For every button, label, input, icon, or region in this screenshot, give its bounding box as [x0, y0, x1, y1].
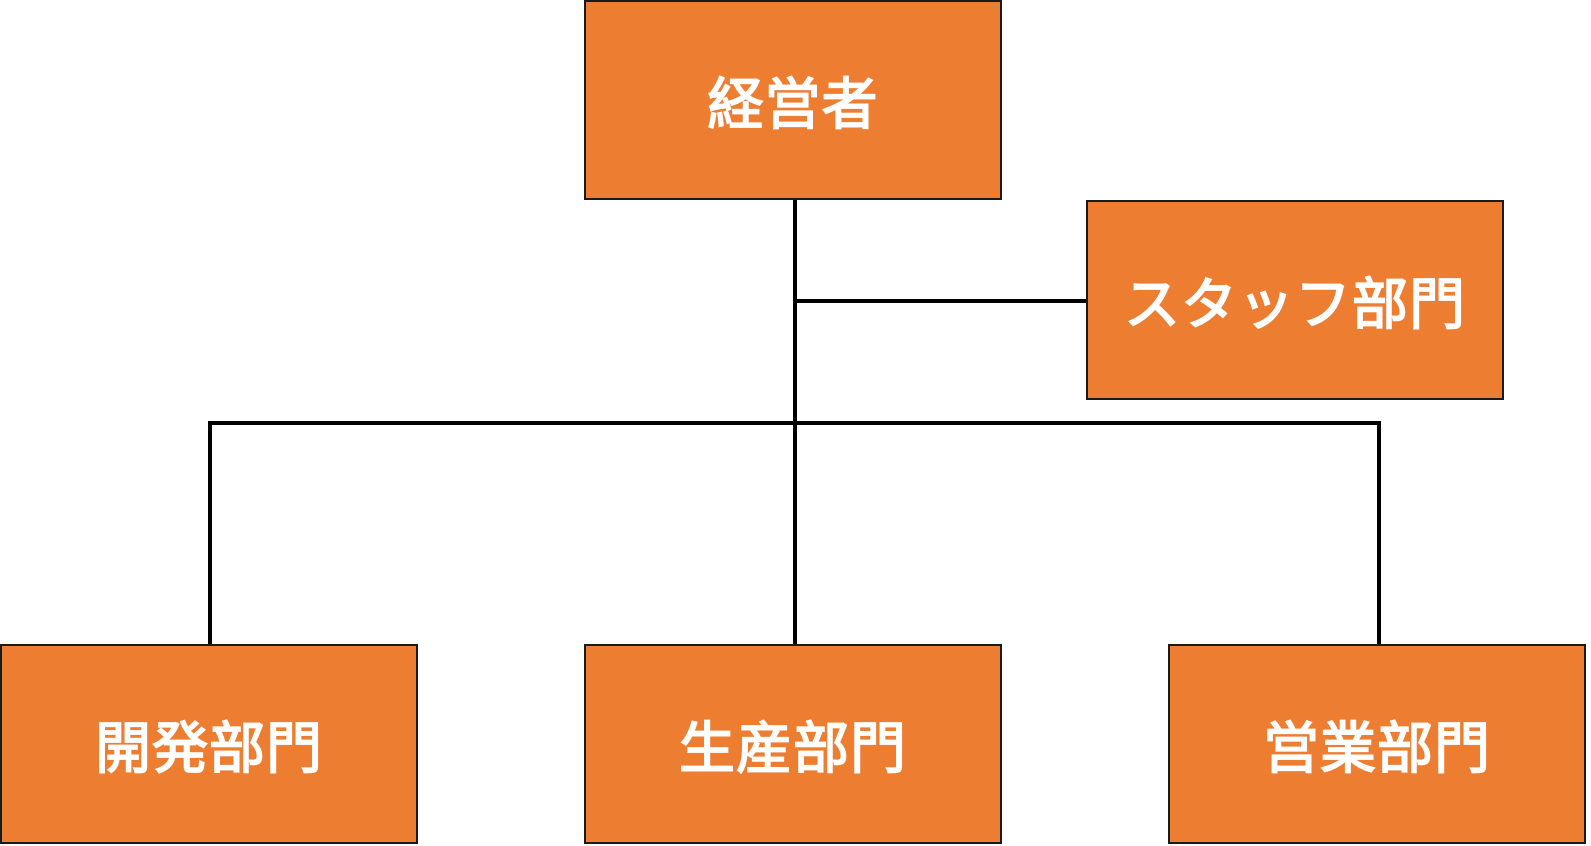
staff-department-label: スタッフ部門: [1124, 272, 1466, 338]
development-department-label: 開発部門: [95, 716, 323, 782]
staff-department-node: スタッフ部門: [1086, 200, 1504, 400]
sales-department-label: 営業部門: [1263, 716, 1491, 782]
development-department-node: 開発部門: [0, 644, 418, 844]
sales-department-node: 営業部門: [1168, 644, 1586, 844]
ceo-node: 経営者: [584, 0, 1002, 200]
ceo-node-label: 経営者: [707, 72, 879, 138]
production-department-node: 生産部門: [584, 644, 1002, 844]
production-department-label: 生産部門: [679, 716, 907, 782]
